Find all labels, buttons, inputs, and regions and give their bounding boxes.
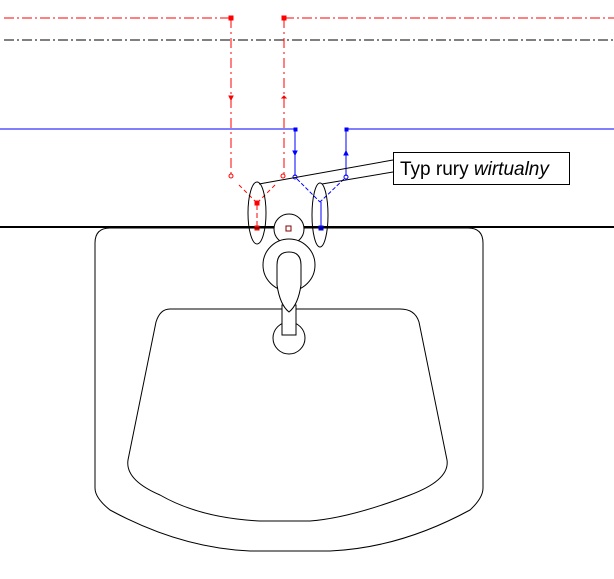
callout-leader xyxy=(258,159,394,185)
connection-point-icon[interactable] xyxy=(285,225,292,232)
hot-water-pipes[interactable] xyxy=(228,15,288,231)
callout-prefix: Typ rury xyxy=(400,159,469,180)
hot-valve-ellipse[interactable] xyxy=(247,181,267,245)
sink-outer-outline[interactable] xyxy=(94,227,484,552)
callout-leader xyxy=(321,171,394,185)
sink-basin-outline[interactable] xyxy=(127,308,448,522)
callout-type: wirtualny xyxy=(473,159,549,180)
cold-valve-ellipse[interactable] xyxy=(311,182,329,248)
pipe-type-callout[interactable]: Typ rury wirtualny xyxy=(393,152,570,185)
cold-water-pipes[interactable] xyxy=(292,127,349,231)
faucet-handle[interactable] xyxy=(276,251,302,313)
